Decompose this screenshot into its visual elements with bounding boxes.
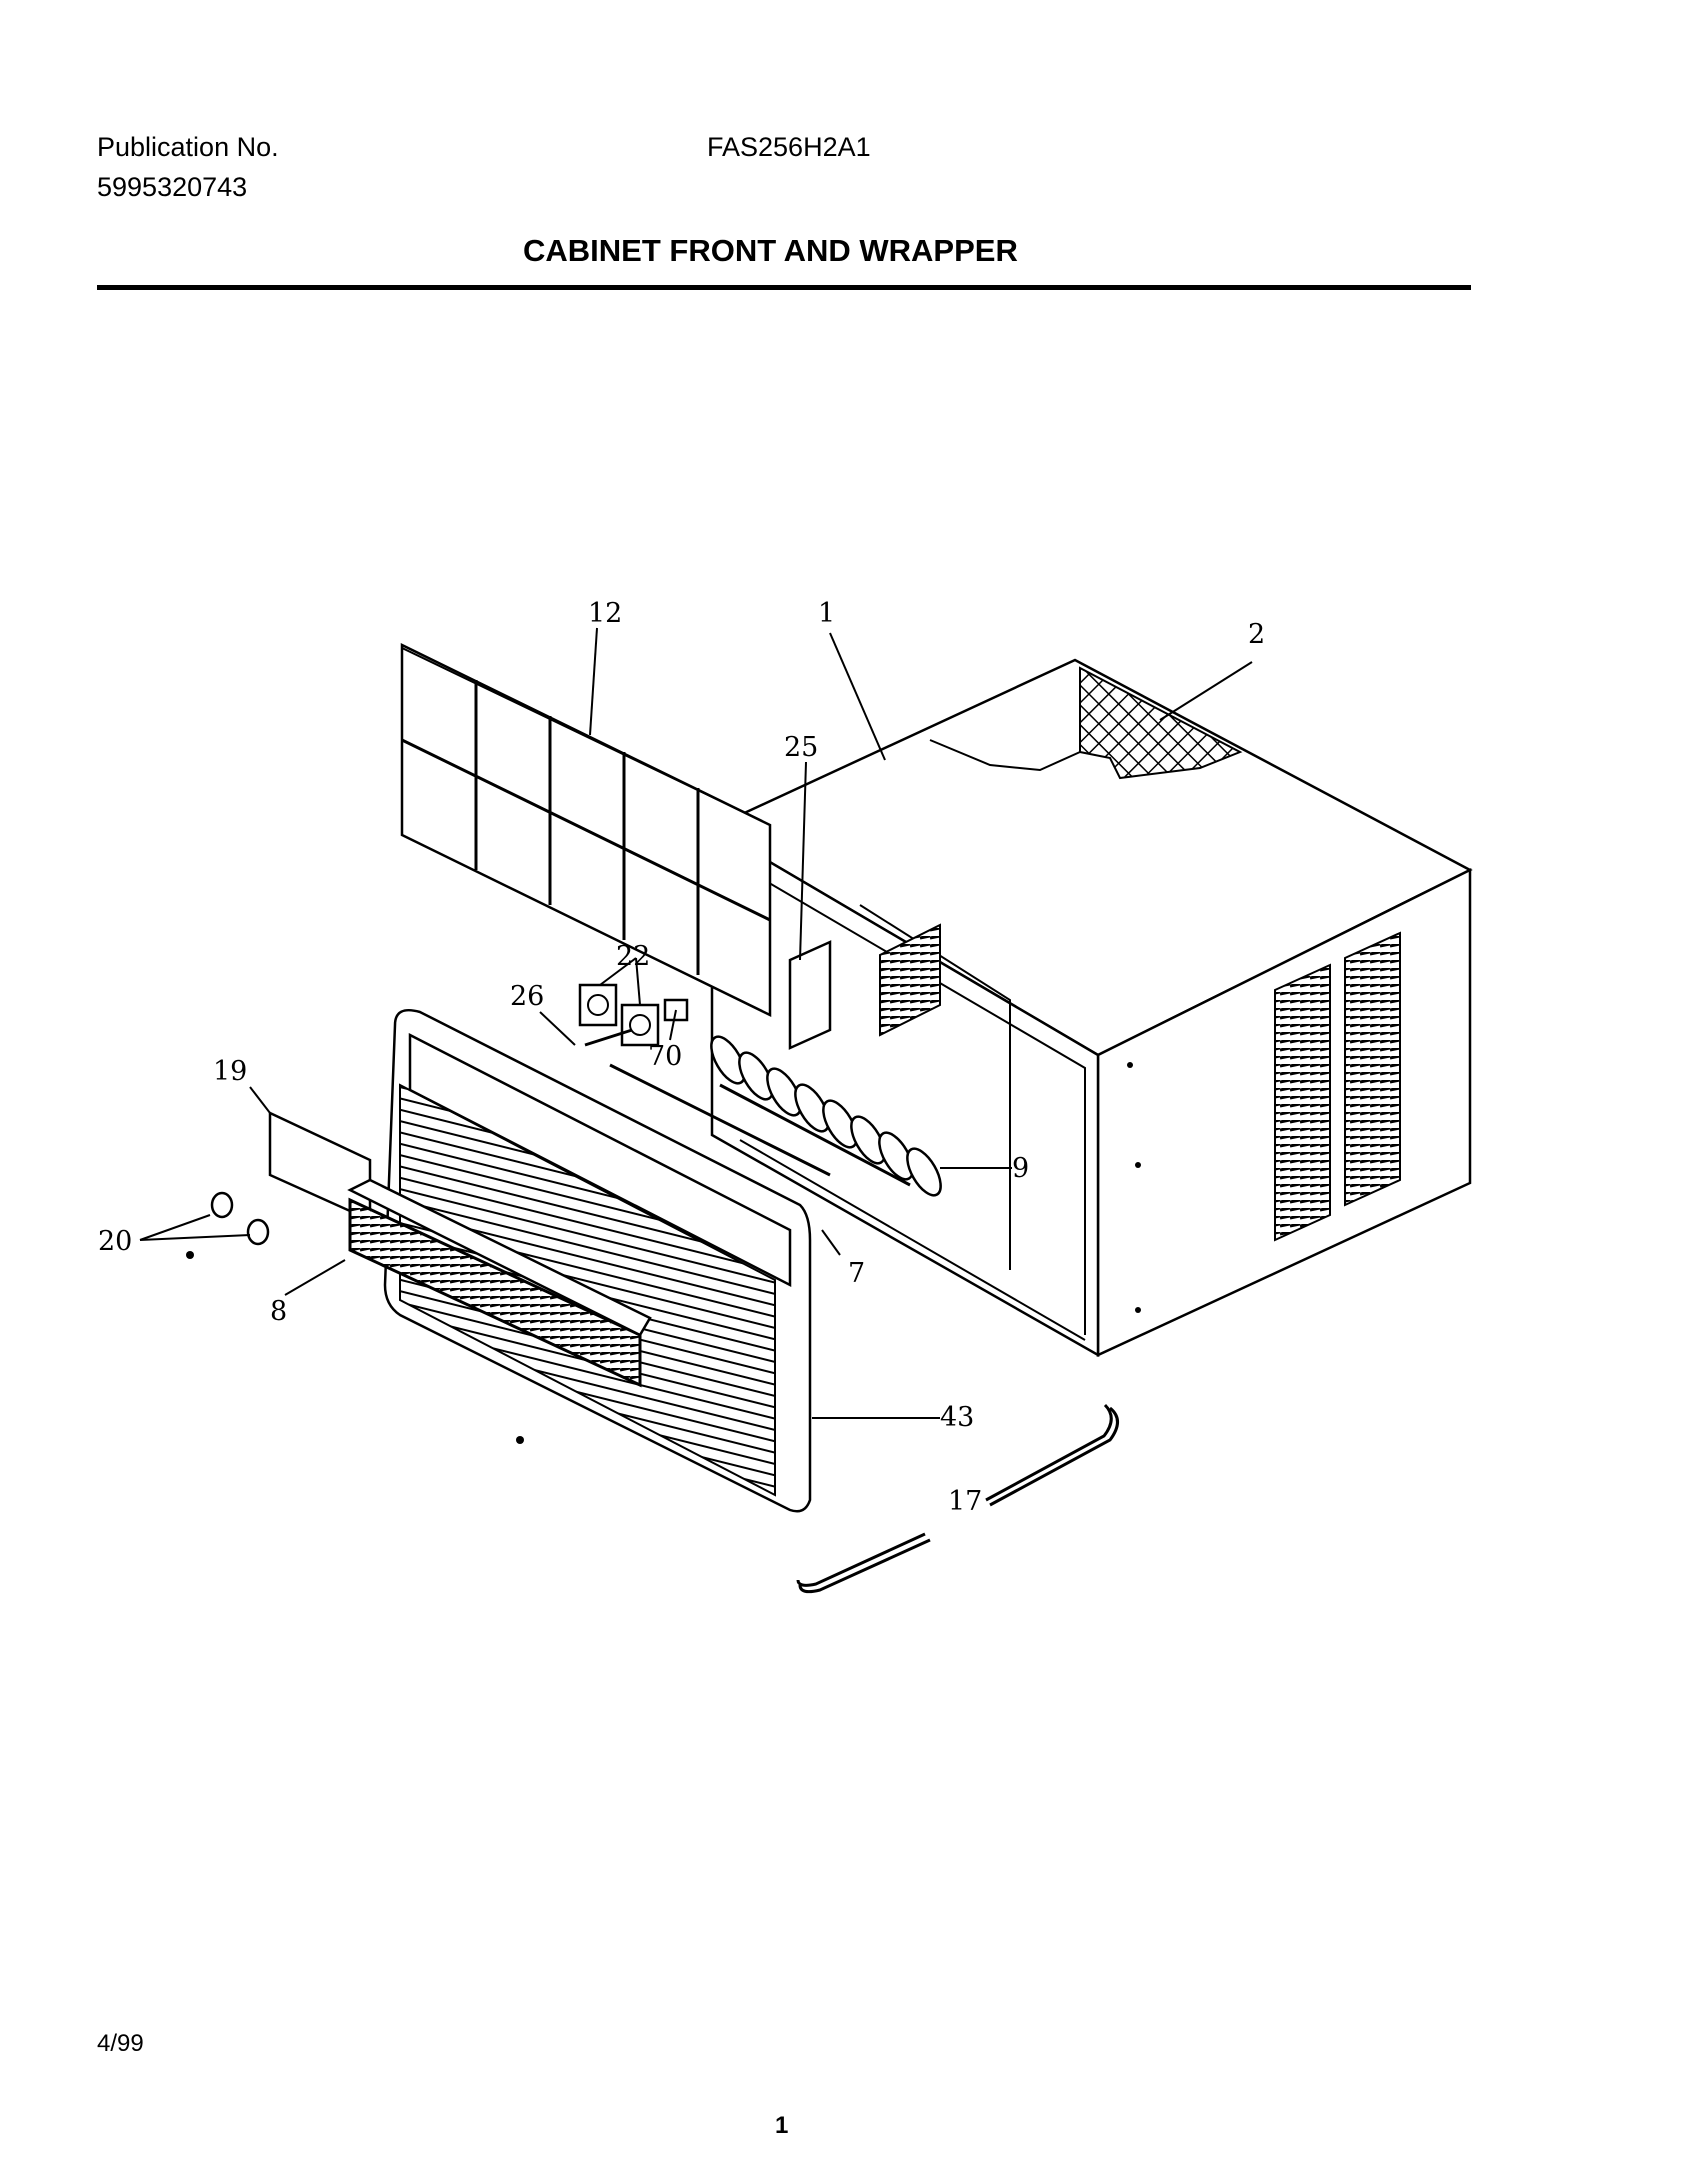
callout-17: 17 <box>948 1486 982 1517</box>
callout-20: 20 <box>98 1226 132 1257</box>
callout-25: 25 <box>784 732 818 763</box>
front-rail <box>609 1063 831 1177</box>
publication-number: 5995320743 <box>97 172 248 202</box>
page-title: CABINET FRONT AND WRAPPER <box>523 233 1018 268</box>
publication-label: Publication No. <box>97 132 279 162</box>
rail-26 <box>584 1028 633 1047</box>
callout-12: 12 <box>588 598 622 629</box>
callout-19: 19 <box>213 1056 247 1087</box>
callout-43: 43 <box>940 1402 974 1433</box>
discharge-grille <box>347 1178 652 1388</box>
page-number: 1 <box>775 2112 789 2139</box>
callout-7: 7 <box>848 1258 865 1289</box>
air-filter <box>400 642 772 1018</box>
louver-blades <box>710 1035 942 1197</box>
callout-9: 9 <box>1012 1153 1029 1184</box>
callout-2: 2 <box>1248 619 1265 650</box>
control-board <box>788 940 832 1050</box>
model-number: FAS256H2A1 <box>707 132 871 162</box>
seal-strips <box>796 1403 1119 1594</box>
callout-8: 8 <box>270 1296 287 1327</box>
callout-1: 1 <box>818 598 835 629</box>
footer-date: 4/99 <box>97 2030 144 2057</box>
title-divider <box>97 285 1471 290</box>
callout-labels: 12 1 2 25 22 26 19 70 9 20 7 8 43 17 <box>98 598 1265 1517</box>
control-knobs <box>578 983 660 1047</box>
callout-26: 26 <box>510 981 544 1012</box>
cabinet-wrapper <box>709 658 1473 1358</box>
fasteners <box>186 1191 524 1444</box>
filter-grid <box>401 680 771 975</box>
callout-70: 70 <box>648 1041 682 1072</box>
leader-lines <box>139 627 1253 1419</box>
callout-22: 22 <box>616 941 650 972</box>
